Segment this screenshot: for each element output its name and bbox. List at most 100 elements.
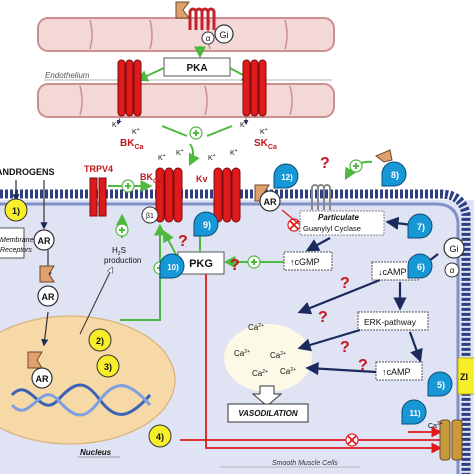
dna-strand-b [10,384,152,417]
svg-text:8): 8) [391,170,399,180]
svg-text:2): 2) [96,336,104,346]
vasodilation-arrow-icon [251,385,283,407]
svg-text:K+: K+ [230,148,238,157]
endothelial-bkca-label: BKCa [120,138,144,151]
zi-label: ZI [460,372,468,382]
svg-text:Receptors: Receptors [0,247,32,254]
red-pathway-lines [180,274,443,454]
trpv4-channel: TRPV4 [84,164,113,217]
step-badge-10: 10) [159,253,185,279]
svg-text:11): 11) [409,409,420,418]
androgens-label: ANDROGENS [0,167,55,177]
gc-agonist [344,149,393,181]
step-badge-11: 11) [401,399,427,425]
step-badge-9: 9) [193,211,219,237]
pkg-node: PKG [177,251,225,275]
ar-receptor-nuclear: AR [27,351,53,389]
pka-to-bkca-arrow [135,67,165,82]
red-block-x-icon [345,433,359,447]
svg-text:?: ? [358,357,368,374]
ar-receptor-mid: AR [37,265,59,307]
svg-text:9): 9) [203,220,211,230]
step-badge-3: 3) [96,354,120,378]
cgmp-label: ↑cGMP [290,257,320,267]
gi-circle [214,24,234,44]
smooth-muscle-label: Smooth Muscle Cells [272,460,338,467]
smc-bkca-label: BKCa [140,172,161,185]
endothelial-k-ions: K+ K+ K+ K+ [112,117,268,136]
beta1-subunit [141,206,159,224]
step-badge-6: 6) [407,253,433,279]
svg-text:Ca2+: Ca2+ [428,421,443,430]
ar-receptor-cytoplasm: AR [33,229,55,251]
svg-text:AR: AR [38,236,51,246]
svg-text:6): 6) [417,262,425,272]
svg-text:K+: K+ [176,148,184,157]
beta1-label: β1 [146,213,154,220]
endothelial-skca-channel [242,59,267,117]
endothelium-to-smc-signal [161,125,233,167]
svg-text:K+: K+ [260,127,268,136]
svg-text:Ca2+: Ca2+ [248,323,264,332]
step-badge-8: 8) [381,161,407,187]
svg-text:Ca2+: Ca2+ [280,367,296,376]
step-badge-4: 4) [148,424,172,448]
membrane-receptor-label: Membrane [0,237,34,244]
ar-membrane-receptor: AR [254,184,301,232]
endothelium-label: Endothelium [45,71,90,80]
smc-membrane-outer [0,189,471,474]
svg-text:production: production [104,256,141,265]
svg-text:7): 7) [417,222,425,232]
svg-text:AR: AR [264,197,277,207]
alpha-circle [201,31,215,45]
question-marks: ? ? ? ? ? ? ? [178,155,368,374]
svg-text:AR: AR [36,374,49,384]
pkg-label: PKG [189,258,213,270]
cgmp-node: ↑cGMP [283,251,333,271]
svg-text:?: ? [178,233,188,250]
dna-strand-a [10,383,152,416]
step-badge-2: 2) [88,328,112,352]
svg-text:K+: K+ [158,153,166,162]
camp-up-node: ↑cAMP [375,361,423,381]
step-badge-1: 1) [4,198,28,222]
nucleus: Nucleus [0,315,176,458]
svg-text:?: ? [318,309,328,326]
particulate-gc-receptor: Particulate Guanylyl Cyclase [299,184,385,236]
particulate-gc-box [299,210,385,236]
zi-channel: ZI [457,357,474,395]
erk-node: ERK-pathway [357,311,429,331]
particulate-label: Particulate [318,213,359,222]
pka-label: PKA [186,63,207,74]
right-gi-protein: Gi α [443,237,465,278]
h2s-open-arrow [79,268,112,335]
svg-text:3): 3) [104,362,112,372]
guanylyl-cyclase-label: Guanylyl Cyclase [303,224,361,233]
membrane-receptor-box: Membrane Receptors [0,227,34,259]
smc-bkca-channel: BKCa β1 [140,167,183,224]
ar-mid-ligand-icon [39,265,55,283]
gi-label: Gi [220,30,229,40]
pka-box [163,57,231,77]
svg-text:?: ? [340,339,350,356]
step-badge-7: 7) [407,213,433,239]
yellow-step-badges: 1) 2) 3) 4) [4,198,172,448]
svg-text:1): 1) [12,206,20,216]
svg-text:?: ? [230,257,240,274]
vasodilation-node: VASODILATION [227,385,309,423]
endothelium-band-top [37,17,335,52]
endothelial-gpcr: Gi α [175,1,234,59]
svg-text:AR: AR [42,292,55,302]
nucleus-label: Nucleus [80,448,112,457]
svg-text:K+: K+ [132,127,140,136]
calcium-pool: Ca2+ Ca2+ Ca2+ Ca2+ Ca2+ [224,323,312,392]
smc-k-ions-bk: K+ K+ [158,148,184,162]
smc-k-ions-kv: K+ K+ [208,148,238,162]
camp-up-label: ↑cAMP [382,367,411,377]
endothelial-agonist-icon [175,1,190,19]
svg-text:Ca2+: Ca2+ [234,349,250,358]
vasodilation-label: VASODILATION [238,409,297,418]
endothelial-skca-label: SKCa [254,138,277,151]
svg-text:Ca2+: Ca2+ [270,351,286,360]
